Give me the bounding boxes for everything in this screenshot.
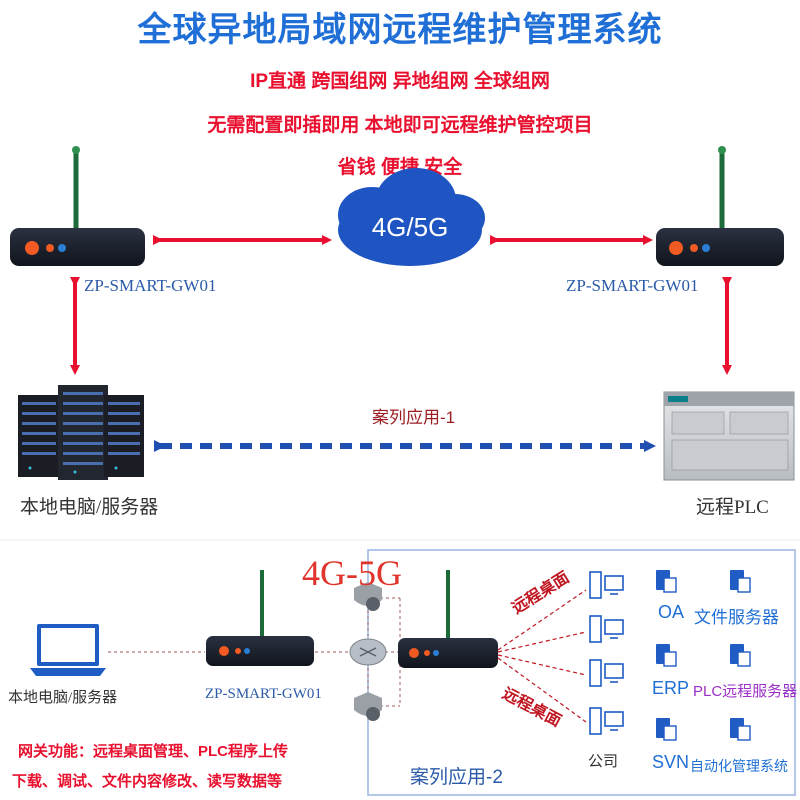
erp-doc-icon [656, 644, 677, 667]
plc-server-doc-icon [730, 644, 751, 667]
cloud-label: 4G/5G [371, 212, 449, 242]
right-gateway-router-icon [656, 146, 784, 266]
right-gateway-label: ZP-SMART-GW01 [566, 276, 699, 295]
case2-frame [367, 549, 796, 796]
pc-icon-4 [589, 707, 624, 735]
network-4g5g-label: 4G-5G [302, 553, 402, 593]
remote-plc-label: 远程PLC [696, 497, 769, 518]
pc-icon-3 [589, 659, 624, 687]
remote-desktop-links [497, 589, 587, 723]
page-title: 全球异地局域网远程维护管理系统 [137, 11, 663, 49]
left-gateway-label: ZP-SMART-GW01 [84, 276, 217, 295]
gateway-functions-line-1: 网关功能：远程桌面管理、PLC程序上传 [18, 743, 289, 760]
pc-icon-1 [589, 571, 624, 599]
service-plc-server: PLC远程服务器 [693, 683, 798, 700]
gateway-functions-line-2: 下载、调试、文件内容修改、读写数据等 [12, 773, 283, 790]
firewall-top-icon [354, 582, 382, 611]
features-line-1: IP直通 跨国组网 异地组网 全球组网 [250, 71, 550, 92]
core-router-icon [349, 638, 387, 666]
laptop-icon [30, 624, 106, 676]
plc-device-icon [663, 391, 795, 481]
pc-icon-2 [589, 615, 624, 643]
service-erp: ERP [652, 678, 690, 698]
bottom-gateway-label: ZP-SMART-GW01 [205, 686, 322, 702]
bottom-right-gateway-icon [398, 570, 498, 668]
company-label: 公司 [588, 753, 619, 770]
service-automation: 自动化管理系统 [690, 758, 788, 774]
oa-doc-icon [656, 570, 677, 593]
service-oa: OA [658, 602, 685, 622]
case1-label: 案列应用-1 [372, 408, 456, 427]
service-doc-icons [656, 570, 751, 741]
local-pc-label: 本地电脑/服务器 [20, 497, 159, 518]
features-line-2: 无需配置即插即用 本地即可远程维护管控项目 [207, 115, 593, 136]
file-server-doc-icon [730, 570, 751, 593]
service-file-server: 文件服务器 [694, 608, 779, 627]
case2-label: 案列应用-2 [410, 767, 503, 788]
bottom-left-gateway-icon [206, 570, 314, 666]
svn-doc-icon [656, 718, 677, 741]
automation-doc-icon [730, 718, 751, 741]
firewall-bottom-icon [354, 692, 382, 721]
server-rack-icon [18, 385, 144, 480]
bottom-local-pc-label: 本地电脑/服务器 [8, 690, 118, 706]
left-gateway-router-icon [10, 146, 145, 266]
cloud-icon [338, 168, 485, 266]
service-svn: SVN [652, 752, 690, 772]
